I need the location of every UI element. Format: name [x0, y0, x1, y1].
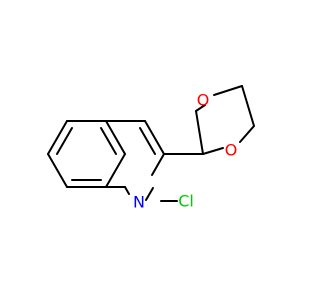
atom-labels: O O N Cl — [133, 91, 237, 212]
bond — [139, 127, 156, 155]
bond — [202, 147, 224, 155]
bond — [56, 127, 73, 155]
bond — [144, 120, 165, 155]
bond — [47, 153, 68, 188]
bond — [151, 153, 165, 176]
bond — [241, 85, 255, 127]
chlorine-atom-label: Cl — [178, 192, 194, 211]
bond — [195, 104, 206, 112]
bonds — [47, 85, 255, 202]
nitrogen-atom-label: N — [133, 193, 145, 212]
bond — [124, 186, 130, 195]
bond — [100, 127, 117, 155]
bond — [239, 125, 255, 143]
bond — [213, 85, 243, 96]
oxygen-atom-label: O — [225, 141, 238, 160]
oxygen-atom-label: O — [197, 91, 210, 110]
bond — [195, 110, 204, 155]
bond — [47, 120, 68, 155]
bond — [105, 153, 126, 188]
bond — [105, 120, 126, 155]
bond — [145, 187, 154, 201]
molecule-structure: O O N Cl — [47, 85, 255, 212]
